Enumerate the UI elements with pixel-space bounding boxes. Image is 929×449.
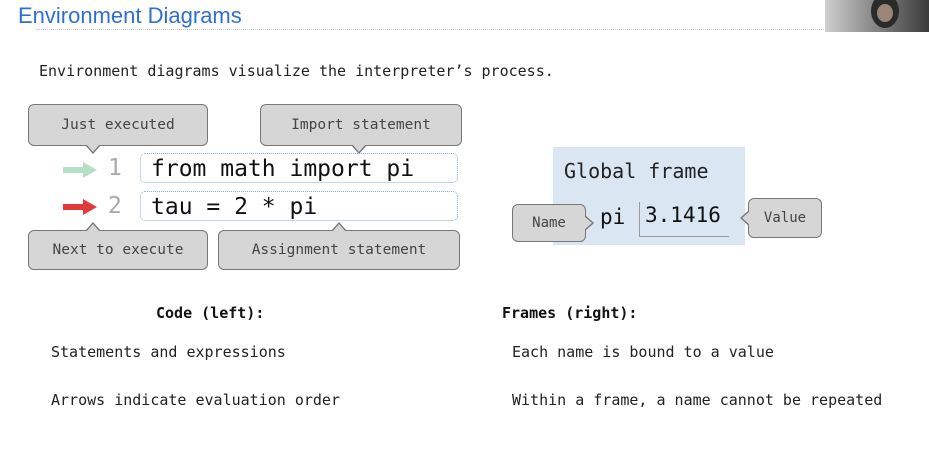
frames-column-heading: Frames (right):	[502, 304, 638, 322]
frames-column-item: Each name is bound to a value	[512, 343, 774, 361]
frames-column-item: Within a frame, a name cannot be repeate…	[512, 391, 883, 409]
next-to-execute-label: Next to execute	[52, 242, 184, 258]
code-column-item: Statements and expressions	[51, 343, 286, 361]
callout-pointer	[331, 222, 347, 232]
binding-name: pi	[600, 205, 626, 229]
next-to-execute-arrow-icon	[63, 199, 97, 215]
line-number: 2	[108, 193, 122, 219]
code-line: from math import pi	[140, 153, 458, 183]
code-column-heading: Code (left):	[156, 304, 265, 322]
callout-pointer	[351, 144, 367, 154]
frame-title: Global frame	[564, 159, 709, 183]
just-executed-arrow-icon	[63, 162, 97, 178]
webcam-overlay	[825, 0, 929, 32]
presenter-face	[877, 4, 893, 22]
import-statement-callout: Import statement	[260, 104, 462, 154]
binding-divider	[639, 202, 640, 236]
binding-value: 3.1416	[645, 203, 721, 227]
just-executed-label: Just executed	[61, 117, 175, 133]
intro-text: Environment diagrams visualize the inter…	[39, 62, 554, 80]
name-label: Name	[532, 215, 566, 231]
callout-pointer	[85, 144, 101, 154]
import-statement-label: Import statement	[291, 117, 431, 133]
callout-pointer	[584, 215, 594, 231]
title-divider	[36, 29, 826, 30]
callout-pointer	[85, 222, 101, 232]
line-number: 1	[108, 155, 122, 181]
callout-pointer	[740, 210, 750, 226]
slide-title: Environment Diagrams	[18, 3, 242, 28]
value-callout: Value	[740, 198, 822, 238]
code-column-item: Arrows indicate evaluation order	[51, 391, 340, 409]
next-to-execute-callout: Next to execute	[28, 222, 208, 270]
assignment-statement-callout: Assignment statement	[218, 222, 460, 270]
binding-underline	[639, 236, 729, 237]
code-line: tau = 2 * pi	[140, 191, 458, 221]
name-callout: Name	[512, 204, 594, 242]
just-executed-callout: Just executed	[28, 104, 208, 154]
assignment-statement-label: Assignment statement	[251, 242, 427, 258]
value-label: Value	[763, 210, 807, 226]
